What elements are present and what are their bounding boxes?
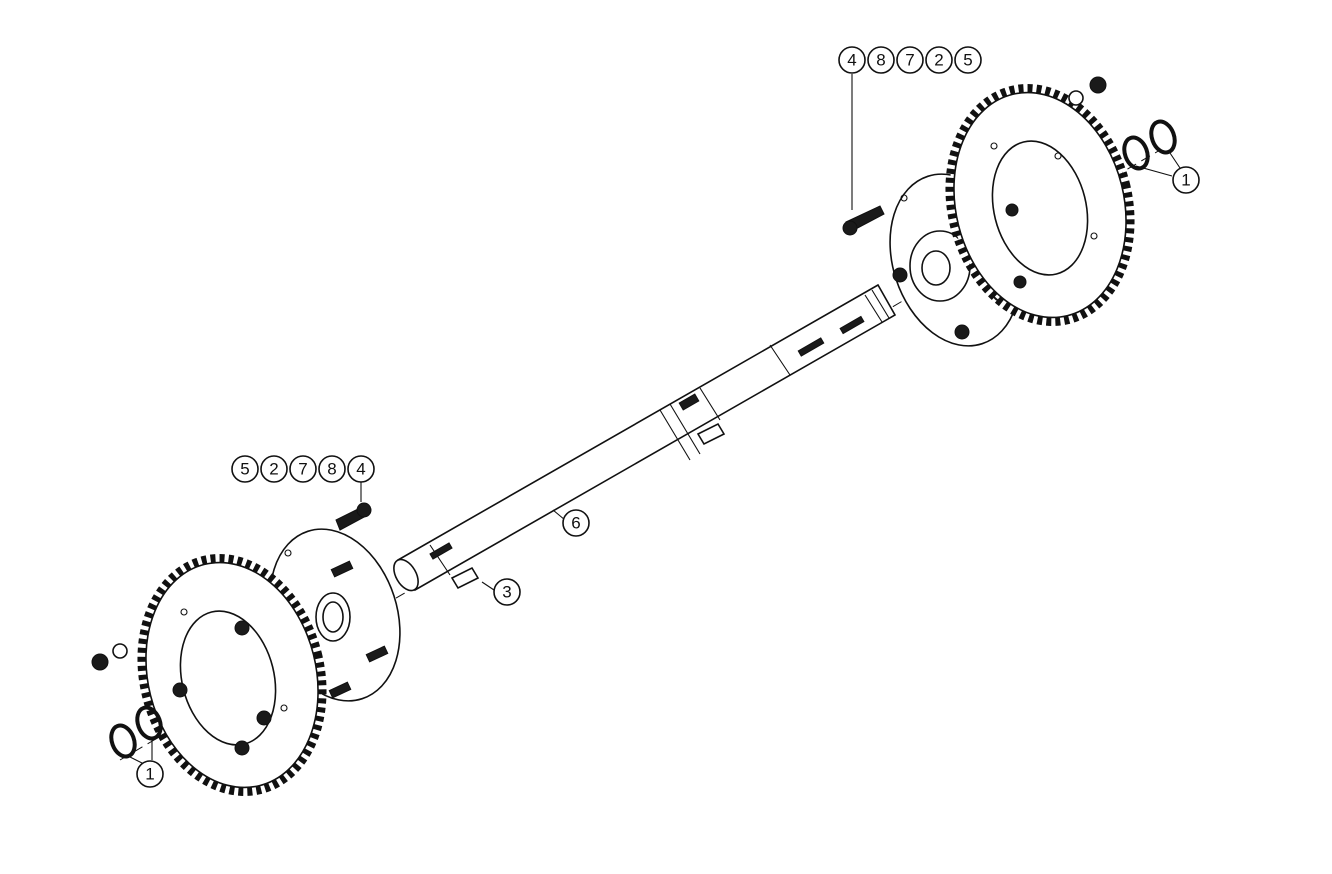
key-upper <box>696 422 726 446</box>
callout-lg-1: 2 <box>269 460 278 479</box>
callout-lg-4: 4 <box>356 460 365 479</box>
key-lower: 3 <box>450 566 521 606</box>
left-retaining-rings: 1 <box>109 705 164 788</box>
left-sprocket <box>137 554 327 796</box>
callout-tr-1: 8 <box>876 51 885 70</box>
callout-tr-3: 2 <box>934 51 943 70</box>
callout-tr-4: 5 <box>963 51 972 70</box>
callout-ring-right-label: 1 <box>1181 171 1190 190</box>
callouts-left-group: 5 2 7 8 4 <box>231 455 375 502</box>
callouts-top-right: 4 8 7 2 5 <box>838 46 982 210</box>
left-bolt <box>335 502 372 531</box>
callout-key-label: 3 <box>502 583 511 602</box>
shaft <box>393 283 897 592</box>
right-bolt <box>842 205 885 236</box>
callout-lg-2: 7 <box>298 460 307 479</box>
callout-shaft: 6 <box>552 509 590 537</box>
callout-tr-2: 7 <box>905 51 914 70</box>
callout-lg-0: 5 <box>240 460 249 479</box>
right-sprocket <box>945 84 1135 326</box>
right-nut <box>1068 76 1107 106</box>
callout-tr-0: 4 <box>847 51 856 70</box>
left-nut <box>91 643 128 671</box>
callout-lg-3: 8 <box>327 460 336 479</box>
right-retaining-rings: 1 <box>1122 119 1200 194</box>
callout-shaft-label: 6 <box>571 514 580 533</box>
callout-ring-left-label: 1 <box>145 765 154 784</box>
